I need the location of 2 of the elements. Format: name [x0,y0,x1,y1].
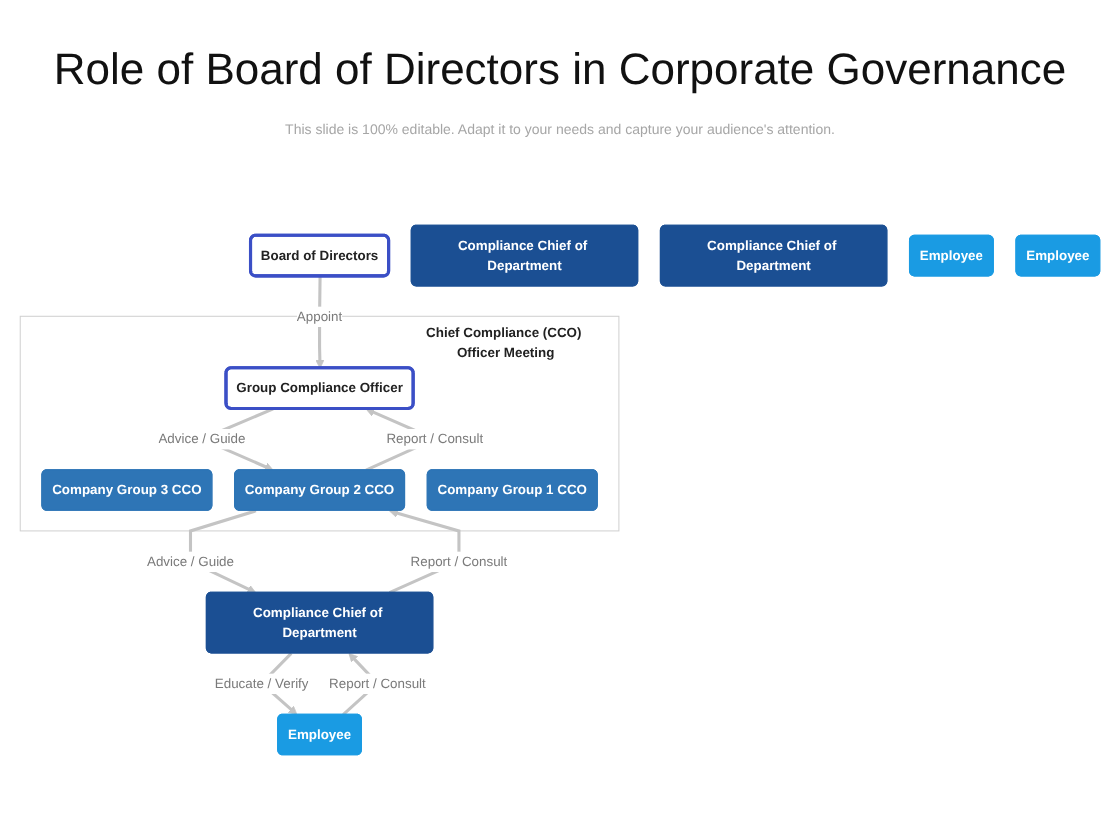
title: Role of Board of Directors in Corporate Governance [51,44,1069,96]
arrow [315,276,325,369]
